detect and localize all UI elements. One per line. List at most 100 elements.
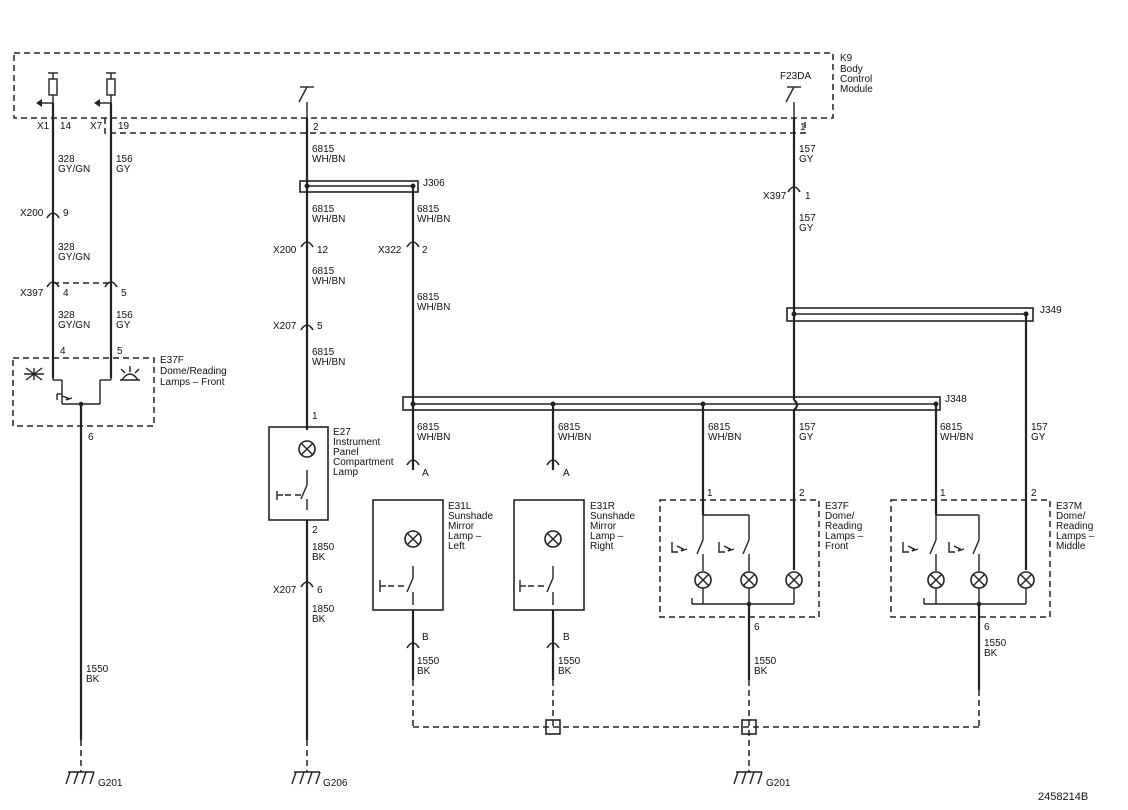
wiring-label: A xyxy=(563,468,570,479)
wiring-label: BK xyxy=(558,666,572,677)
wiring-label: GY xyxy=(116,164,131,175)
wiring-label: WH/BN xyxy=(940,432,973,443)
wiring-label: J348 xyxy=(945,394,967,405)
wiring-label: WH/BN xyxy=(312,214,345,225)
wiring-label: 4 xyxy=(60,346,66,357)
wiring-label: Front xyxy=(825,541,849,552)
wiring-label: 157 xyxy=(799,213,816,224)
wiring-label: E31R xyxy=(590,501,615,512)
wiring-label: 1550 xyxy=(754,656,777,667)
wiring-label: 6815 xyxy=(312,204,335,215)
wiring-label: Mirror xyxy=(448,521,475,532)
wiring-label: BK xyxy=(417,666,431,677)
wiring-label: E37M xyxy=(1056,501,1082,512)
e31r-component: E31R Sunshade Mirror Lamp – Right xyxy=(513,499,635,611)
wiring-label: Right xyxy=(590,541,614,552)
wiring-label: 6 xyxy=(317,585,323,596)
bcm-switch-f23da xyxy=(785,86,801,118)
wiring-label: 1 xyxy=(312,411,318,422)
e37m-component: E37M Dome/ Reading Lamps – Middle xyxy=(890,499,1095,618)
wiring-label: 14 xyxy=(60,121,72,132)
f23da-label: F23DA xyxy=(780,71,811,82)
wiring-label: X200 xyxy=(20,208,44,219)
wiring-label: Panel xyxy=(333,447,359,458)
wiring-label: 1550 xyxy=(86,664,109,675)
wiring-label: G206 xyxy=(323,778,348,789)
wiring-label: WH/BN xyxy=(417,302,450,313)
ground-g201-right: G201 xyxy=(733,771,791,789)
wiring-label: B xyxy=(563,632,570,643)
wiring-label: 1 xyxy=(805,191,811,202)
wiring-label: Lamps – xyxy=(1056,531,1095,542)
wiring-label: 6815 xyxy=(417,422,440,433)
wiring-label: 6815 xyxy=(558,422,581,433)
wiring-label: 157 xyxy=(799,144,816,155)
wiring-label: Lamps – Front xyxy=(160,377,225,388)
wiring-label: Reading xyxy=(1056,521,1093,532)
wiring-label: 2 xyxy=(422,245,428,256)
wiring-label: 2 xyxy=(312,525,318,536)
wiring-label: GY xyxy=(1031,432,1046,443)
wiring-label: 5 xyxy=(317,321,323,332)
wiring-label: 19 xyxy=(118,121,130,132)
wiring-label: WH/BN xyxy=(558,432,591,443)
wiring-label: GY xyxy=(799,432,814,443)
wiring-label: BK xyxy=(754,666,768,677)
wires xyxy=(51,103,1028,740)
wiring-label: GY/GN xyxy=(58,320,90,331)
wiring-label: Left xyxy=(448,541,465,552)
wiring-label: 6815 xyxy=(417,292,440,303)
wiring-label: X1 xyxy=(37,121,50,132)
bcm-boundary xyxy=(13,52,834,119)
connector-labels: X1 14 X7 19 2 1 X200 9 X397 4 5 4 5 6 X2… xyxy=(20,121,1037,643)
e37f-top-component: E37F Dome/Reading Lamps – Front xyxy=(12,355,227,427)
wiring-label: 157 xyxy=(1031,422,1048,433)
wiring-label: 2 xyxy=(313,122,319,133)
diagram-id: 2458214B xyxy=(1038,791,1088,803)
wiring-label: 5 xyxy=(121,288,127,299)
wiring-label: X207 xyxy=(273,585,297,596)
bcm-output-x1-14 xyxy=(36,72,58,107)
wiring-label: A xyxy=(422,468,429,479)
wiring-label: 6 xyxy=(984,622,990,633)
wiring-label: 5 xyxy=(117,346,123,357)
wiring-label: 1850 xyxy=(312,542,335,553)
wiring-label: GY xyxy=(116,320,131,331)
bcm-name-1: Body xyxy=(840,64,863,75)
bcm-name-3: Module xyxy=(840,84,873,95)
wiring-label: 6 xyxy=(754,622,760,633)
wiring-label: E27 xyxy=(333,427,351,438)
wiring-label: G201 xyxy=(766,778,791,789)
wiring-label: Sunshade xyxy=(448,511,493,522)
wiring-label: 157 xyxy=(799,422,816,433)
wiring-label: G201 xyxy=(98,778,123,789)
wiring-label: Dome/ xyxy=(1056,511,1086,522)
wiring-label: X397 xyxy=(763,191,787,202)
splice-j349: J349 xyxy=(786,305,1062,322)
wiring-label: J306 xyxy=(423,178,445,189)
wiring-label: 6815 xyxy=(312,266,335,277)
ground-splice-box xyxy=(545,719,561,735)
wiring-label: WH/BN xyxy=(417,432,450,443)
wiring-label: X397 xyxy=(20,288,44,299)
wiring-label: 6815 xyxy=(708,422,731,433)
wiring-label: 2 xyxy=(1031,488,1037,499)
wiring-label: Mirror xyxy=(590,521,617,532)
wiring-label: 2 xyxy=(799,488,805,499)
ground-g206: G206 xyxy=(291,771,348,789)
wiring-label: WH/BN xyxy=(708,432,741,443)
wiring-label: X7 xyxy=(90,121,103,132)
wiring-label: Reading xyxy=(825,521,862,532)
wiring-label: WH/BN xyxy=(312,357,345,368)
wiring-label: 6815 xyxy=(312,144,335,155)
wiring-label: E37F xyxy=(160,355,184,366)
wiring-label: Middle xyxy=(1056,541,1086,552)
splice-j348: J348 xyxy=(402,394,967,411)
wiring-label: WH/BN xyxy=(417,214,450,225)
wiring-label: Lamps – xyxy=(825,531,864,542)
wiring-label: 6815 xyxy=(312,347,335,358)
wiring-label: 328 xyxy=(58,154,75,165)
wiring-label: 9 xyxy=(63,208,69,219)
wiring-label: GY xyxy=(799,154,814,165)
